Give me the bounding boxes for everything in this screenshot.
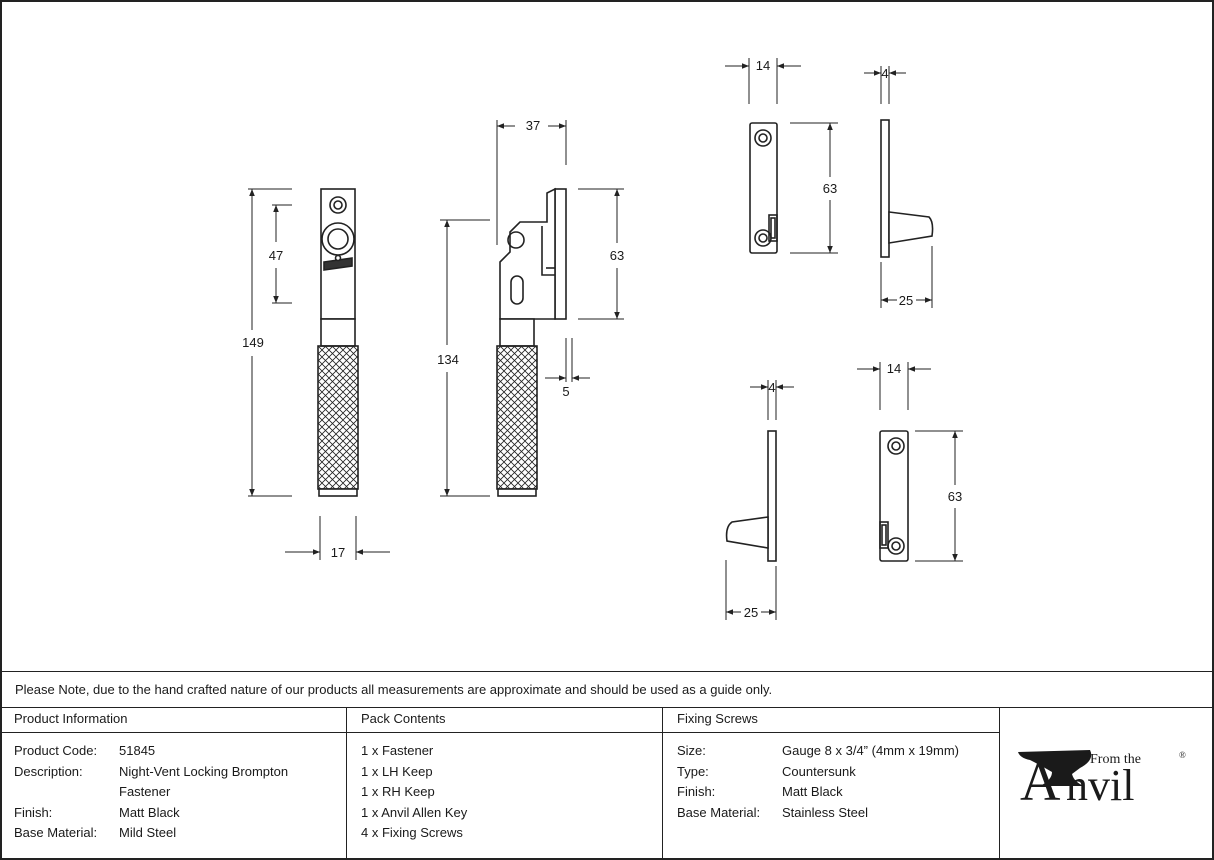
handle-front-dimensions [248,188,390,560]
pack-item: 1 x Anvil Allen Key [361,804,468,820]
product-info-key: Finish: [14,804,53,820]
screw-row: Type: Countersunk [677,762,985,783]
dim-side-total: 134 [437,352,459,367]
rh-keep-side-dimensions [725,380,794,620]
dim-lh-height: 63 [823,181,837,196]
product-info-key: Description: [14,763,83,779]
pack-contents-body: 1 x Fastener 1 x LH Keep 1 x RH Keep 1 x… [347,733,662,852]
dim-lh-thickness: 4 [881,66,888,81]
rh-keep-front [879,430,909,562]
screw-value: Countersunk [782,763,856,779]
fixing-screws-panel: Fixing Screws Size: Gauge 8 x 3/4” (4mm x… [663,708,1000,860]
dim-lh-width: 14 [756,58,770,73]
rh-keep-front-dimensions [857,362,963,562]
lh-keep-front [749,122,778,254]
screw-key: Size: [677,743,706,758]
dim-rh-height: 63 [948,489,962,504]
product-info-row: Product Code: 51845 [14,741,332,762]
fixing-screws-title: Fixing Screws [663,708,999,733]
lh-keep-side-dimensions [864,66,933,308]
product-info-value: Fastener [119,784,171,799]
product-info-key: Product Code: [14,743,98,758]
logo-name: nvil [1066,761,1134,810]
dim-handle-width: 17 [331,545,345,560]
product-information-panel: Product Information Product Code: 51845 D… [0,708,347,860]
logo-initial: A [1020,751,1061,813]
product-info-value: Night-Vent Locking Brompton [119,763,289,779]
handle-side-dimensions [440,120,624,497]
product-info-key: Base Material: [14,825,98,840]
logo-from-the: From the [1090,752,1141,767]
pack-item: 4 x Fixing Screws [361,825,463,840]
lh-keep-side [880,119,934,258]
screw-row: Finish: Matt Black [677,782,985,803]
dim-lh-projection: 25 [899,293,913,308]
dim-side-gap: 5 [562,384,569,399]
pack-contents-panel: Pack Contents 1 x Fastener 1 x LH Keep 1… [347,708,663,860]
pack-item: 1 x Fastener [361,743,434,758]
fixing-screws-body: Size: Gauge 8 x 3/4” (4mm x 19mm) Type: Co… [663,733,999,831]
dim-handle-total: 149 [242,335,264,350]
product-information-body: Product Code: 51845 Description: Night-Ven… [0,733,346,852]
screw-value: Matt Black [782,784,843,799]
logo-registered: ® [1179,750,1186,760]
product-info-row: Base Material: Mild Steel [14,823,332,844]
screw-row: Base Material: Stainless Steel [677,803,985,824]
screw-value: Gauge 8 x 3/4” (4mm x 19mm) [782,743,959,758]
product-info-value: 51845 [119,743,156,758]
handle-front-view [317,188,359,497]
product-information-title: Product Information [0,708,346,733]
technical-drawing: 149 47 17 37 134 63 5 [242,58,963,620]
handle-side-view [496,187,567,497]
dim-rh-width: 14 [887,361,901,376]
note-text: Please Note, due to the hand crafted nat… [15,682,773,697]
screw-key: Finish: [677,784,716,799]
anvil-icon [1018,750,1092,786]
product-info-value: Matt Black [119,804,180,820]
pack-contents-title: Pack Contents [347,708,662,733]
lh-keep-front-dimensions [725,58,838,254]
pack-item: 1 x LH Keep [361,763,433,779]
screw-key: Type: [677,763,709,779]
measurement-note: Please Note, due to the hand crafted nat… [0,671,1214,708]
dim-rh-thickness: 4 [768,380,775,395]
product-info-row: Finish: Matt Black [14,803,332,824]
screw-key: Base Material: [677,804,761,820]
screw-value: Stainless Steel [782,804,868,820]
product-info-value: Mild Steel [119,825,177,840]
product-info-key [14,782,119,803]
product-info-row: Description: Night-Vent Locking Brompton [14,762,332,783]
dim-side-depth: 37 [526,118,540,133]
rh-keep-side [725,430,777,562]
screw-row: Size: Gauge 8 x 3/4” (4mm x 19mm) [677,741,985,762]
dim-rh-projection: 25 [744,605,758,620]
product-info-row: Fastener [14,782,332,803]
pack-item: 1 x RH Keep [361,784,435,799]
anvil-logo: From the A nvil ® [1000,708,1214,860]
dim-handle-keep: 47 [269,248,283,263]
dim-side-plate: 63 [610,248,624,263]
